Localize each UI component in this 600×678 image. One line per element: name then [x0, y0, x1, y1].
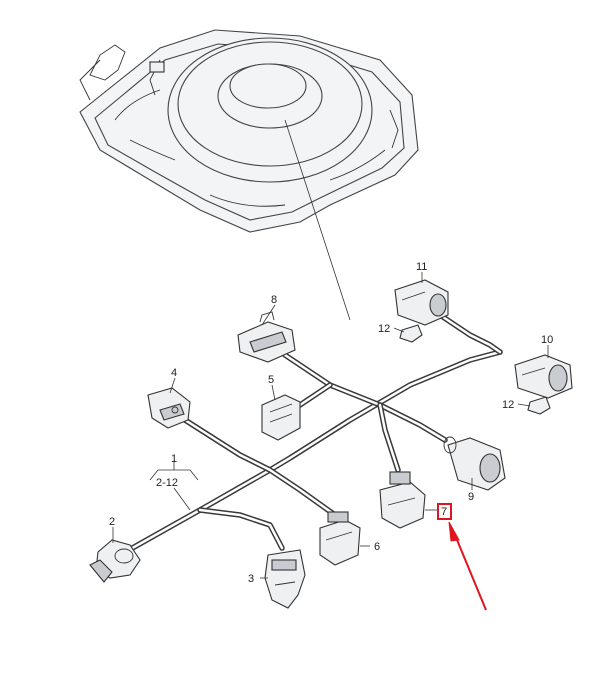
- connector-8: [237, 311, 296, 363]
- callout-1: 1: [171, 453, 177, 465]
- callout-11: 11: [416, 261, 427, 273]
- connector-9: [443, 436, 506, 491]
- callout-8: 8: [271, 294, 277, 306]
- harness-wires: [117, 312, 503, 558]
- connector-4: [147, 387, 191, 429]
- callout-9: 9: [468, 491, 474, 503]
- connector-11: [394, 279, 449, 326]
- callout-12b: 12: [502, 399, 514, 411]
- subwoofer-housing: [79, 29, 419, 233]
- highlight-arrow: [448, 521, 487, 611]
- callout-3: 3: [248, 573, 254, 585]
- callout-4: 4: [171, 367, 177, 379]
- callout-5: 5: [268, 374, 274, 386]
- connector-6: [319, 511, 361, 566]
- callout-12a: 12: [378, 323, 390, 335]
- connector-2: [89, 539, 141, 583]
- connector-5: [261, 394, 301, 441]
- clip-12b: [527, 396, 551, 415]
- connector-10: [514, 354, 573, 399]
- speaker-leader-line: [284, 119, 351, 321]
- connector-7: [379, 471, 426, 529]
- callout-2: 2: [109, 516, 115, 528]
- callout-1-range: 2-12: [156, 477, 178, 489]
- callout-10: 10: [541, 334, 553, 346]
- connector-3: [264, 549, 306, 609]
- highlight-box: [437, 503, 452, 520]
- leader-lines: [112, 272, 549, 579]
- clip-12a: [399, 324, 423, 343]
- callout-7: 7: [441, 506, 447, 518]
- callout-6: 6: [374, 541, 380, 553]
